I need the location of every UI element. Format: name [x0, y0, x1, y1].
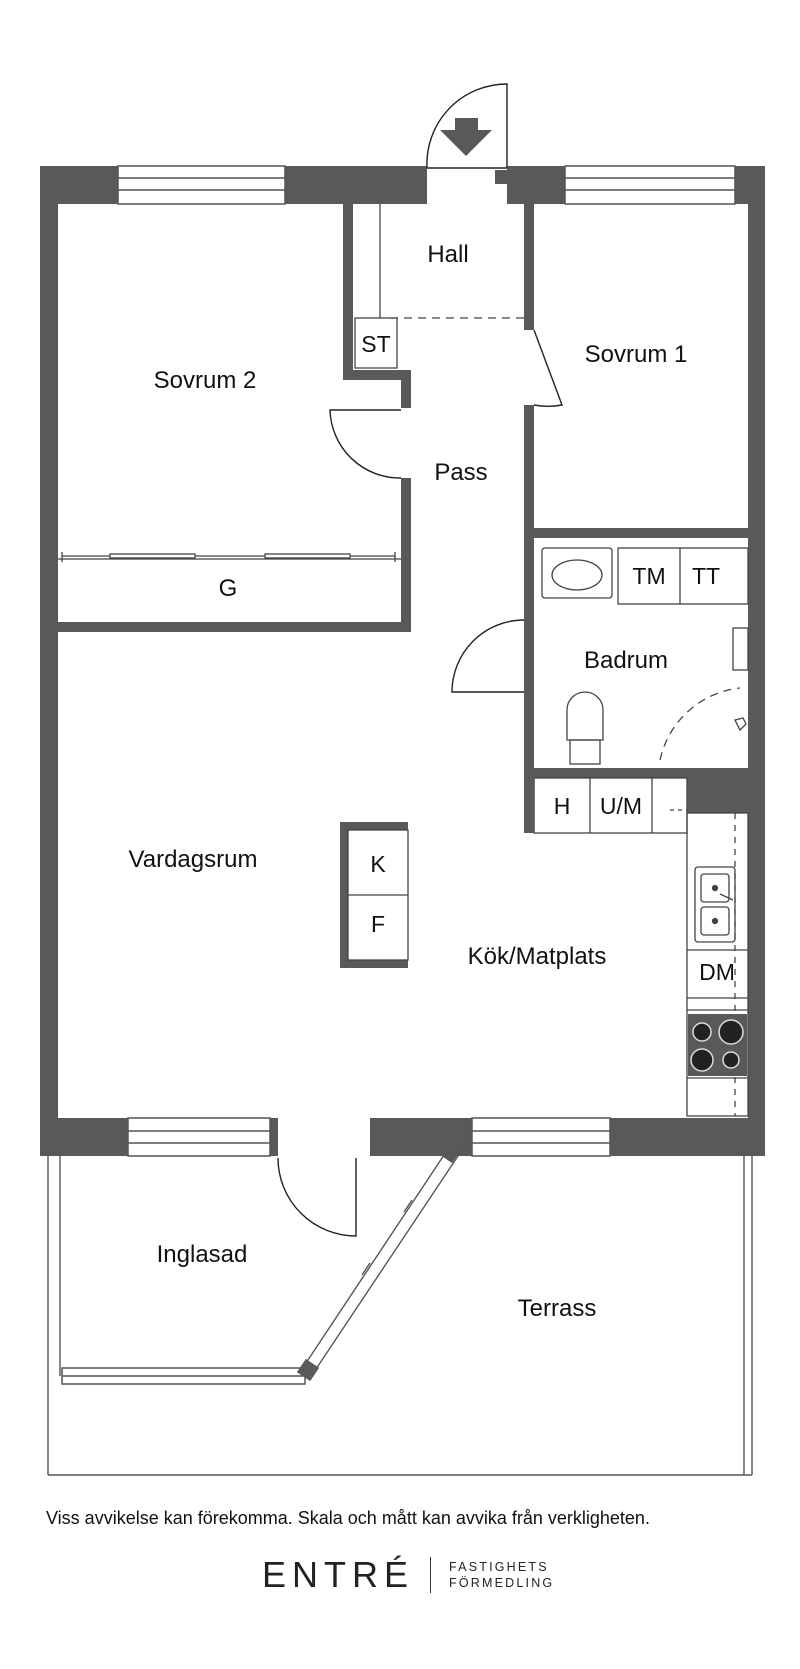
entrance-arrow-icon: [440, 118, 492, 156]
label-st: ST: [361, 331, 390, 357]
balcony-posts: [296, 1140, 462, 1382]
hall-closet: [354, 204, 398, 369]
label-inglasad: Inglasad: [157, 1241, 248, 1268]
brand-subtitle-line-1: FASTIGHETS: [449, 1560, 549, 1574]
brand-subtitle-line-2: FÖRMEDLING: [449, 1576, 555, 1590]
label-g: G: [219, 575, 238, 602]
label-sovrum-1: Sovrum 1: [585, 341, 688, 368]
label-tm: TM: [632, 563, 665, 589]
label-h: H: [554, 793, 571, 819]
kitchen-counter: [686, 812, 749, 1117]
label-vardagsrum: Vardagsrum: [129, 846, 258, 873]
balcony: [47, 1145, 753, 1476]
disclaimer-text: Viss avvikelse kan förekomma. Skala och …: [46, 1508, 650, 1528]
label-sovrum-2: Sovrum 2: [154, 367, 257, 394]
brand-name: ENTRÉ: [262, 1554, 415, 1595]
label-terrass: Terrass: [518, 1295, 597, 1322]
bathroom-inner-wall: [524, 778, 534, 833]
brand-subtitle: FASTIGHETS FÖRMEDLING: [449, 1559, 554, 1591]
label-pass: Pass: [434, 459, 487, 486]
wardrobe: [58, 552, 401, 562]
walls: [40, 166, 765, 1156]
stove: [688, 1014, 747, 1076]
entrance-door: [426, 83, 508, 169]
dashed-lines: [390, 317, 741, 761]
label-um: U/M: [600, 793, 642, 819]
label-f: F: [371, 911, 385, 937]
brand-logo: ENTRÉ FASTIGHETS FÖRMEDLING: [262, 1555, 554, 1595]
kitchen-island: [347, 829, 409, 961]
label-hall: Hall: [427, 241, 468, 268]
floor-plan: Hall ST Sovrum 1 Sovrum 2 Pass G TM TT B…: [40, 83, 765, 1476]
windows: [61, 165, 736, 1385]
label-tt: TT: [692, 563, 720, 589]
label-k: K: [370, 851, 386, 877]
label-dm: DM: [699, 959, 735, 985]
bathroom-fixtures: [541, 547, 749, 765]
label-kok-matplats: Kök/Matplats: [468, 943, 607, 970]
doors: [277, 329, 563, 1237]
room-labels: Hall ST Sovrum 1 Sovrum 2 Pass G TM TT B…: [129, 241, 735, 1322]
label-badrum: Badrum: [584, 647, 668, 674]
logo-divider: [430, 1557, 432, 1593]
